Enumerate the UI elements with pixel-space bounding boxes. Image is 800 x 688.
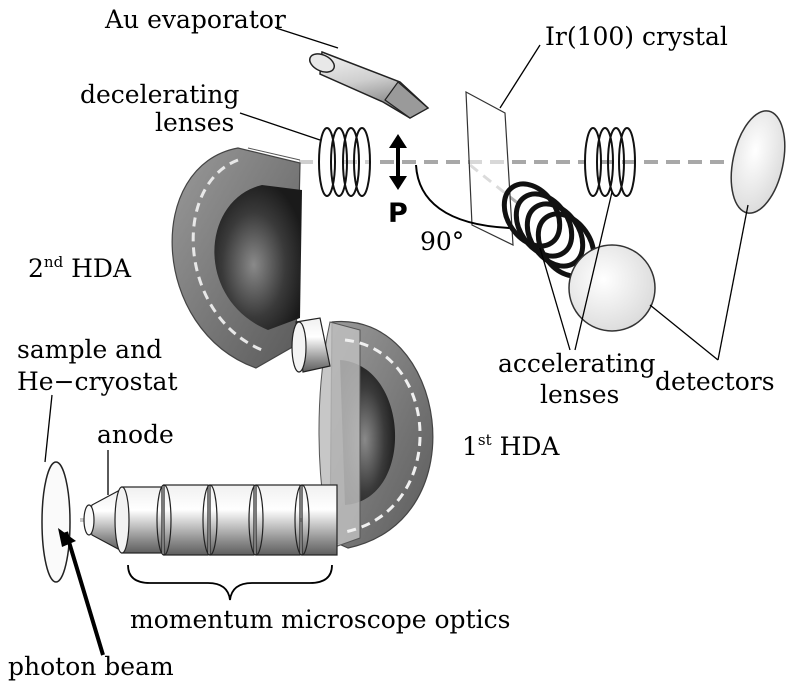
photon-beam-arrowhead	[58, 528, 76, 547]
label-photon-beam: photon beam	[8, 652, 174, 681]
sample-disk	[41, 461, 71, 583]
label-sample-1: sample and	[17, 335, 162, 364]
angle-arc	[415, 164, 511, 229]
label-crystal: Ir(100) crystal	[545, 22, 728, 51]
decelerating-lenses	[318, 127, 371, 197]
label-accelerating-2: lenses	[540, 380, 619, 409]
photon-beam-arrow	[64, 531, 105, 656]
label-accelerating-1: accelerating	[498, 349, 656, 378]
label-au-evaporator: Au evaporator	[104, 5, 286, 34]
beam-path	[80, 160, 760, 522]
label-sample-2: He−cryostat	[17, 367, 178, 396]
label-microscope: momentum microscope optics	[130, 605, 510, 634]
polarization-arrow	[389, 134, 407, 190]
label-polarization: P	[388, 198, 408, 229]
label-decelerating-2: lenses	[155, 108, 234, 137]
label-hda-2: 2nd HDA	[28, 253, 132, 283]
label-decelerating-1: decelerating	[80, 80, 239, 109]
crystal-plate	[465, 90, 514, 246]
label-hda-1: 1st HDA	[462, 431, 560, 461]
label-angle: 90°	[420, 227, 464, 256]
label-detectors: detectors	[655, 367, 775, 396]
au-evaporator	[308, 50, 430, 119]
microscope-brace	[127, 564, 333, 601]
microscope-column	[83, 484, 338, 556]
hda-connector	[291, 317, 331, 373]
accelerating-lenses-right	[584, 127, 636, 197]
label-anode: anode	[97, 420, 174, 449]
detectors-shapes	[568, 110, 786, 332]
leader-lines	[44, 27, 749, 495]
hda-2	[171, 147, 302, 369]
